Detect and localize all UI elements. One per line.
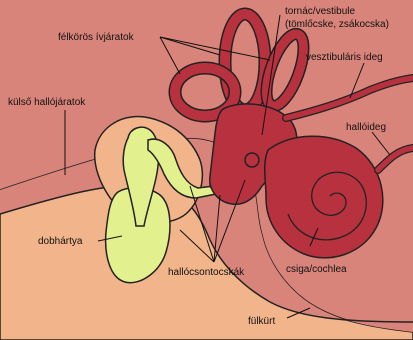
label-ossicles: hallócsontocskák	[168, 267, 245, 278]
label-outer-ear-canal: külső hallójáratok	[8, 97, 86, 108]
label-vestibule-line1: tornác/vestibule	[285, 6, 355, 17]
label-cochlea: csiga/cochlea	[286, 264, 347, 275]
vestibule-window	[245, 153, 259, 167]
label-eardrum: dobhártya	[38, 236, 83, 247]
label-semicircular-canals: félkörös ívjáratok	[58, 32, 135, 43]
label-vestibule-line2: (tömlőcske, zsákocska)	[285, 19, 389, 30]
label-vestibular-nerve: vesztibuláris ideg	[306, 52, 383, 63]
label-outer-ear: fülkürt	[248, 316, 275, 327]
label-auditory-nerve: hallóideg	[346, 122, 386, 133]
